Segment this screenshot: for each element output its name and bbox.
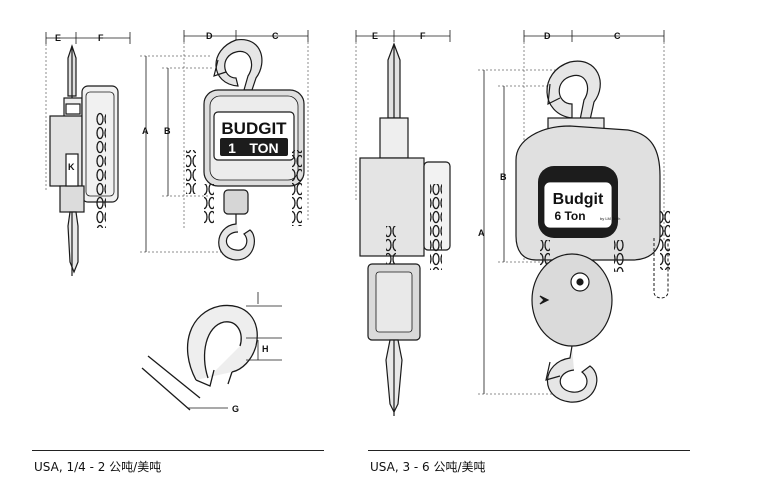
- left-nameplate-brand: BUDGIT: [221, 119, 287, 138]
- right-side-view: [355, 30, 451, 416]
- right-front-view: [478, 30, 670, 403]
- right-front-label-b: B: [500, 172, 507, 182]
- left-side-view: K: [45, 32, 131, 276]
- left-caption-rule: [32, 450, 324, 451]
- left-nameplate-capacity-number: 1: [228, 140, 236, 156]
- left-side-label-f: F: [98, 33, 104, 43]
- left-front-label-d: D: [206, 31, 213, 41]
- right-front-label-a: A: [478, 228, 485, 238]
- right-side-label-f: F: [420, 31, 426, 41]
- right-caption-rule: [368, 450, 690, 451]
- left-front-label-a: A: [142, 126, 149, 136]
- hook-detail-view: [141, 292, 282, 411]
- right-front-label-d: D: [544, 31, 551, 41]
- left-caption: USA, 1/4 - 2 公吨/美吨: [34, 460, 162, 474]
- svg-text:K: K: [68, 162, 75, 172]
- left-nameplate-capacity-unit: TON: [249, 140, 278, 156]
- right-front-label-c: C: [614, 31, 621, 41]
- hook-label-h: H: [262, 344, 269, 354]
- left-side-label-e: E: [55, 33, 61, 43]
- right-nameplate-capacity: 6 Ton: [554, 209, 585, 223]
- left-front-label-c: C: [272, 31, 279, 41]
- right-nameplate-maker: by LM Tech: [600, 216, 620, 221]
- left-front-view: [140, 30, 309, 261]
- left-front-label-b: B: [164, 126, 171, 136]
- right-side-label-e: E: [372, 31, 378, 41]
- right-nameplate-brand: Budgit: [553, 191, 604, 208]
- hook-label-g: G: [232, 404, 239, 414]
- right-caption: USA, 3 - 6 公吨/美吨: [370, 460, 486, 474]
